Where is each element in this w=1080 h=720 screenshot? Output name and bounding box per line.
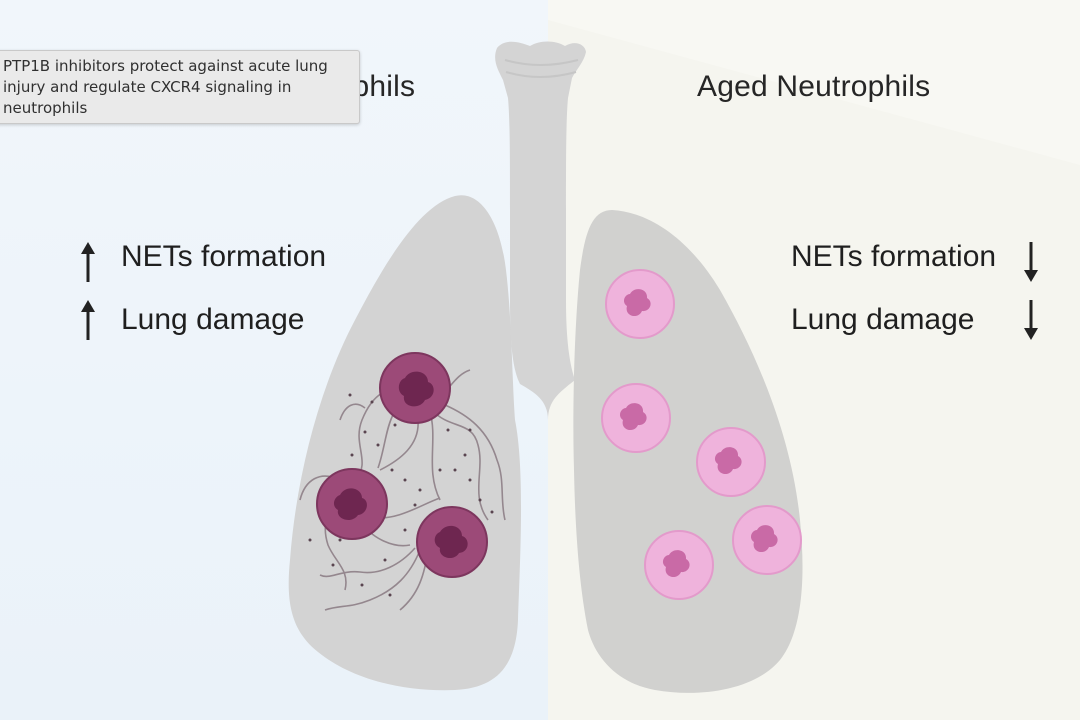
aged-neutrophil	[696, 427, 766, 497]
aged-neutrophil	[601, 383, 671, 453]
right-lung-damage-label: Lung damage	[791, 303, 975, 336]
arrow-up-icon	[81, 300, 95, 340]
activated-neutrophil	[379, 352, 451, 424]
tooltip-line: neutrophils	[3, 99, 88, 117]
image-caption-tooltip: PTP1B inhibitors protect against acute l…	[0, 50, 360, 124]
trachea	[495, 41, 586, 420]
activated-neutrophil	[316, 468, 388, 540]
aged-neutrophil	[732, 505, 802, 575]
trachea-rings	[504, 59, 579, 78]
tooltip-line: PTP1B inhibitors protect against acute l…	[3, 57, 328, 75]
activated-neutrophil	[416, 506, 488, 578]
left-lung-damage-label: Lung damage	[121, 303, 305, 336]
right-nets-formation-label: NETs formation	[791, 240, 997, 273]
right-background-shade	[548, 0, 1080, 165]
right-lung	[573, 210, 803, 693]
tooltip-line: injury and regulate CXCR4 signaling in	[3, 78, 292, 96]
aged-neutrophil	[605, 269, 675, 339]
arrow-down-icon	[1024, 300, 1038, 340]
right-panel-title: Aged Neutrophils	[697, 70, 931, 103]
arrow-up-icon	[81, 242, 95, 282]
arrow-down-icon	[1024, 242, 1038, 282]
left-nets-formation-label: NETs formation	[121, 240, 327, 273]
aged-neutrophil	[644, 530, 714, 600]
